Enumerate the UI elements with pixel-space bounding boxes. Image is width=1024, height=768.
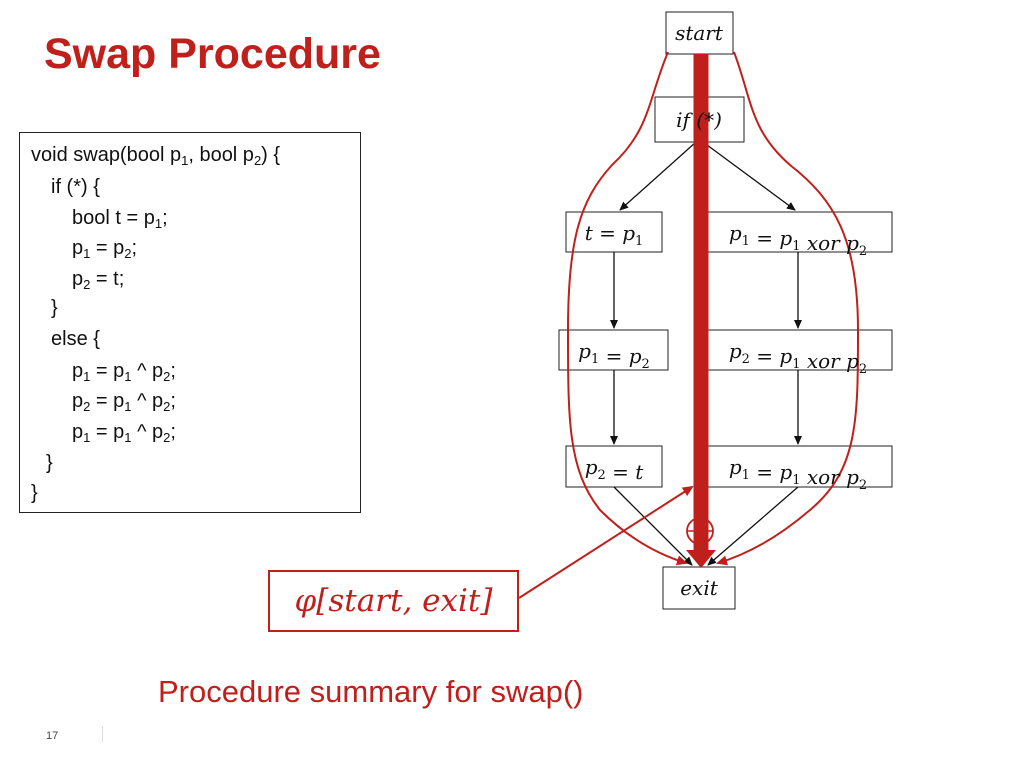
code-line: p1 = p2;: [72, 237, 138, 261]
code-listing: void swap(bool p1, bool p2) { if (*) { boo…: [19, 132, 361, 513]
right-node-2-box: [707, 329, 893, 371]
right-node-2-label: p2 = p1 xor p2: [729, 339, 867, 377]
slide-number: 17: [46, 730, 59, 742]
slide-number-divider: [102, 726, 103, 742]
caption: Procedure summary for swap(): [158, 674, 584, 709]
slide-title: Swap Procedure: [44, 30, 381, 78]
right-node-3-box: [707, 445, 893, 488]
exit-node-box: [662, 566, 736, 610]
start-node-label: start: [675, 21, 724, 45]
right-node-1-label: p1 = p1 xor p2: [729, 221, 867, 259]
right-node-1-box: [707, 211, 893, 253]
code-line: p1 = p1 ^ p2;: [72, 421, 176, 445]
summary-pointer-arrow: [518, 485, 694, 599]
code-line: if (*) {: [51, 176, 100, 198]
right-node-3-label: p1 = p1 xor p2: [729, 455, 867, 493]
summary-path-arrowhead: [686, 550, 716, 568]
code-line: p2 = p1 ^ p2;: [72, 390, 176, 414]
start-node-box: [665, 11, 734, 55]
summary-formula-box: φ[start, exit]: [268, 570, 519, 632]
code-line: }: [51, 297, 58, 319]
code-line: }: [31, 482, 38, 504]
outer-left-path: [566, 51, 688, 566]
left-node-2-box: [558, 329, 669, 371]
outer-right-path: [716, 51, 860, 566]
summary-formula: φ[start, exit]: [294, 583, 493, 619]
edge-if-right: [702, 141, 796, 211]
edge-right-exit: [707, 486, 799, 566]
left-node-3-label: p2 = t: [585, 455, 645, 484]
code-line: p2 = t;: [72, 268, 125, 292]
code-line: bool t = p1;: [72, 207, 168, 231]
left-node-1-box: [565, 211, 663, 253]
edge-if-left: [619, 141, 697, 211]
code-line: else {: [51, 328, 100, 350]
exit-node-label: exit: [680, 576, 719, 600]
code-line: void swap(bool p1, bool p2) {: [31, 144, 281, 168]
if-node-label: if (*): [676, 108, 722, 132]
code-line: p1 = p1 ^ p2;: [72, 360, 176, 384]
edge-left-exit: [613, 486, 693, 566]
left-node-1-label: t = p1: [585, 221, 644, 249]
left-node-2-label: p1 = p2: [578, 339, 650, 372]
code-line: }: [46, 452, 53, 474]
